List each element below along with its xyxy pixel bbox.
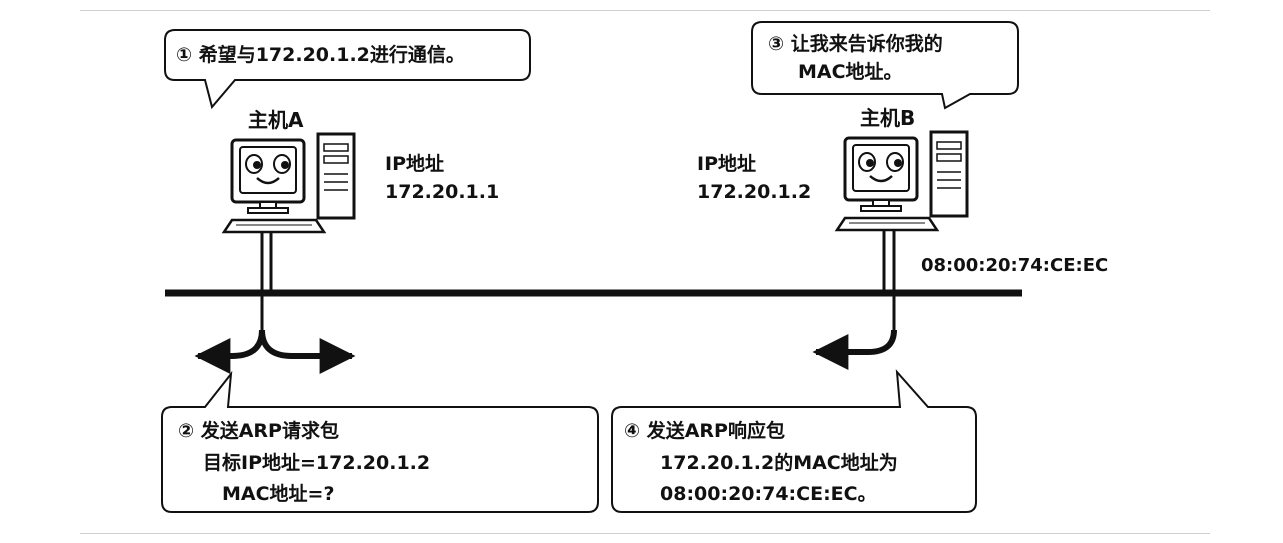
host-b-ip-value: 172.20.1.2: [697, 181, 812, 203]
host-b-name: 主机B: [860, 106, 916, 130]
bubble-1-shape: [164, 29, 531, 110]
bubble-4-line-3: 08:00:20:74:CE:EC。: [660, 483, 877, 505]
host-a-ip-value: 172.20.1.1: [385, 181, 500, 203]
host-a-ip-label: IP地址: [385, 153, 444, 175]
bubble-3-line-2: MAC地址。: [798, 61, 903, 83]
bubble-4-shape: [611, 369, 977, 513]
host-b-computer-icon: [835, 130, 969, 232]
bubble-2-line-2: 目标IP地址=172.20.1.2: [203, 452, 431, 474]
top-border: [80, 10, 1210, 11]
bubble-1-text: ① 希望与172.20.1.2进行通信。: [176, 44, 465, 66]
host-a-computer-icon: [222, 132, 356, 234]
host-b-ip-label: IP地址: [697, 153, 756, 175]
bubble-3-line-1: ③ 让我来告诉你我的: [768, 33, 943, 55]
bubble-4-line-1: ④ 发送ARP响应包: [624, 420, 785, 442]
bubble-3-shape: [751, 21, 1019, 110]
bottom-border: [80, 533, 1210, 534]
bubble-2-line-1: ② 发送ARP请求包: [178, 420, 339, 442]
host-a-name: 主机A: [248, 108, 304, 132]
host-b-mac-value: 08:00:20:74:CE:EC: [921, 255, 1109, 276]
bubble-4-line-2: 172.20.1.2的MAC地址为: [660, 452, 898, 474]
bubble-2-shape: [161, 370, 599, 513]
reply-arrow-icon: [812, 329, 897, 370]
bubble-2-line-3: MAC地址=?: [222, 483, 335, 505]
request-arrow-right-icon: [259, 329, 356, 374]
request-arrow-left-icon: [194, 329, 265, 374]
